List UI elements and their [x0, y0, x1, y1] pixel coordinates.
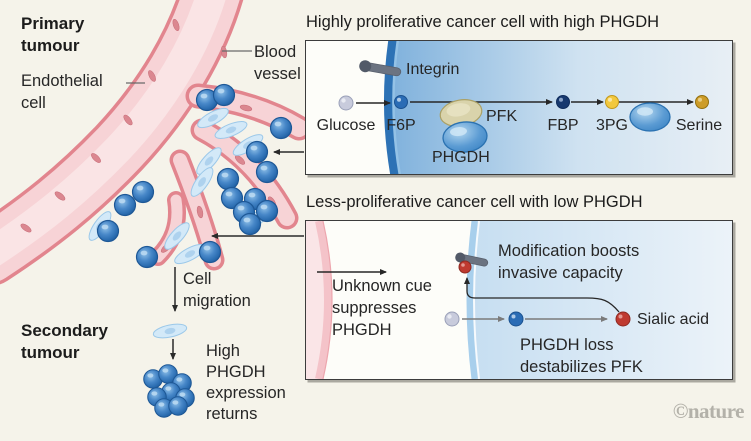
- unknown-cue-label: Unknown cue suppresses PHGDH: [332, 277, 432, 339]
- phgdh-enzyme: [442, 121, 488, 153]
- cell-interior: [470, 221, 732, 379]
- pg3-molecule: [605, 95, 619, 109]
- tumour-cell: [113, 193, 137, 217]
- cell-membrane: [466, 221, 479, 379]
- f6p-molecule: [394, 95, 408, 109]
- top-panel: Integrin Glucose F6P PFK PHGDH FBP 3PG S…: [305, 40, 733, 175]
- scene-arrows: [170, 149, 304, 360]
- endothelial-cell-label: Endothelial cell: [21, 72, 103, 112]
- nature-logo: ©nature: [672, 399, 745, 423]
- serine-label: Serine: [675, 117, 723, 134]
- phgdh-enzyme-2: [629, 102, 671, 132]
- bottom-panel-illustration: [306, 221, 732, 379]
- glucose-molecule: [444, 311, 460, 327]
- glucose-label: Glucose: [316, 117, 376, 134]
- modification-molecule: [458, 260, 472, 274]
- cell-membrane: [383, 41, 400, 174]
- leader-lines: [126, 50, 252, 84]
- cell-migration-label: Cell migration: [183, 270, 251, 310]
- tumour-cell: [216, 167, 240, 191]
- pfk-label: PFK: [486, 108, 518, 125]
- high-phgdh-label: High PHGDH expression returns: [206, 342, 286, 423]
- pfk-enzyme: [439, 99, 483, 127]
- vessel-membrane-band: [315, 221, 332, 379]
- blood-vessel-label: Blood vessel: [254, 43, 301, 83]
- sialic-acid-label: Sialic acid: [637, 311, 710, 328]
- phgdh-loss-label: PHGDH loss destabilizes PFK: [520, 336, 643, 376]
- tumour-cell: [131, 180, 155, 204]
- pathway-arrows: [356, 99, 694, 106]
- tumour-cell: [255, 160, 279, 184]
- fbp-molecule: [556, 95, 570, 109]
- tumour-cell: [135, 245, 159, 269]
- membrane-inner-line: [392, 41, 401, 174]
- f6p-label: F6P: [386, 117, 416, 134]
- modification-label: Modification boosts invasive capacity: [498, 242, 640, 282]
- modification-connector-arrow: [464, 277, 620, 313]
- blood-vessel-shape: [0, 0, 312, 285]
- tumour-cell: [255, 199, 279, 223]
- bottom-panel: Unknown cue suppresses PHGDH Modificatio…: [305, 220, 733, 380]
- top-panel-illustration: [338, 41, 732, 174]
- tumour-cell: [238, 212, 262, 236]
- primary-tumour-label: Primary tumour: [21, 14, 85, 55]
- serine-molecule: [695, 95, 709, 109]
- glucose-molecule: [338, 95, 354, 111]
- tumour-cell: [96, 219, 120, 243]
- tumour-cell: [212, 83, 236, 107]
- integrin-label: Integrin: [406, 61, 460, 78]
- tumour-cell: [198, 240, 222, 264]
- metabolite-molecule: [508, 311, 524, 327]
- membrane-inner-line: [473, 221, 480, 379]
- pg3-label: 3PG: [595, 117, 628, 134]
- top-panel-title: Highly proliferative cancer cell with hi…: [306, 13, 660, 31]
- tumour-cell: [168, 396, 188, 416]
- secondary-tumour-cluster: [143, 364, 195, 418]
- secondary-tumour-label: Secondary tumour: [21, 321, 108, 362]
- integrin-icon: [359, 60, 402, 77]
- tumour-cell: [245, 140, 269, 164]
- fbp-label: FBP: [547, 117, 579, 134]
- phgdh-label: PHGDH: [432, 149, 490, 166]
- integrin-icon: [455, 252, 489, 267]
- tumour-cell: [269, 116, 293, 140]
- bottom-panel-title: Less-proliferative cancer cell with low …: [306, 193, 643, 211]
- vessel-membrane-edge: [322, 221, 333, 379]
- sialic-acid-molecule: [615, 311, 631, 327]
- migrating-cell: [151, 321, 189, 341]
